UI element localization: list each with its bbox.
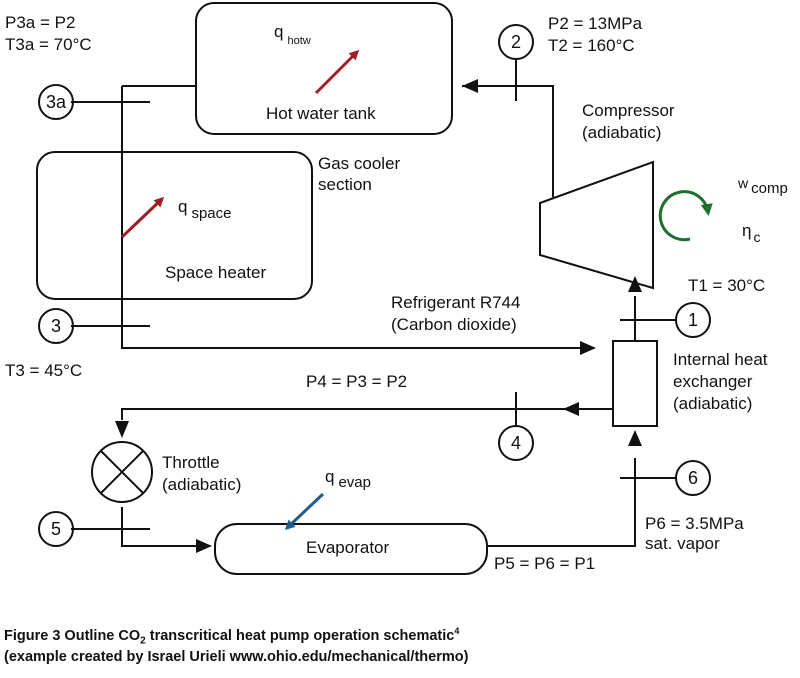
q-space-arrow [120,196,165,239]
ihx-label-line1: Internal heat [673,350,768,369]
state-point-6-label: 6 [688,468,698,488]
pipe-evaporator-to-ihx [487,458,636,547]
space-heater-label: Space heater [165,263,266,282]
q-evap-arrow [284,492,325,531]
label-p5: P5 = P6 = P1 [494,554,595,573]
hot-water-tank-label: Hot water tank [266,104,376,123]
state-point-5-label: 5 [51,519,61,539]
pipe-compressor-to-tank [462,85,554,197]
state-point-3a-label: 3a [46,92,67,112]
throttle-valve [91,441,153,503]
state-point-2-circle [498,24,534,60]
internal-heat-exchanger-box [612,340,658,427]
label-t1: T1 = 30°C [688,276,765,295]
w-comp-arrow [658,190,713,242]
pipe-gas-cooler-vertical [121,86,580,349]
flow-arrow-into-throttle [115,421,129,438]
label-p6: P6 = 3.5MPa [645,514,744,533]
label-t2: T2 = 160°C [548,36,635,55]
refrigerant-label-line1: Refrigerant R744 [391,293,520,312]
figure-caption-line1: Figure 3 Outline CO2 transcritical heat … [4,626,460,647]
figure-caption-line2: (example created by Israel Urieli www.oh… [4,649,469,665]
state-point-1-label: 1 [688,310,698,330]
state-point-2-label: 2 [511,32,521,52]
state-point-3-circle [38,308,74,344]
state-point-4-circle [498,425,534,461]
ihx-label-line3: (adiabatic) [673,394,752,413]
state-point-3-label: 3 [51,316,61,336]
flow-arrow-into-compressor [628,276,642,292]
label-t3: T3 = 45°C [5,361,82,380]
label-p4: P4 = P3 = P2 [306,372,407,391]
gas-cooler-label-line1: Gas cooler [318,154,401,173]
label-sat-vapor: sat. vapor [645,534,720,553]
flow-arrow-into-ihx [580,341,596,355]
compressor-body [539,160,654,290]
pipe-ihx-to-throttle [121,408,613,420]
gas-cooler-label-line2: section [318,175,372,194]
flow-arrow-into-evaporator [196,539,212,553]
label-t3a: T3a = 70°C [5,35,92,54]
refrigerant-label-line2: (Carbon dioxide) [391,315,517,334]
state-point-3a-circle [38,84,74,120]
evaporator-box [214,523,488,575]
q-hotw-arrow [314,49,360,95]
compressor-label: Compressor [582,101,675,120]
pipe-throttle-to-evaporator [121,507,196,547]
flow-arrow-out-of-ihx [563,402,579,416]
compressor-note: (adiabatic) [582,123,661,142]
evaporator-label: Evaporator [306,538,389,557]
state-point-6-circle [675,460,711,496]
label-p3a: P3a = P2 [5,13,75,32]
throttle-label-line2: (adiabatic) [162,475,241,494]
state-point-4-label: 4 [511,433,521,453]
state-point-5-circle [38,511,74,547]
throttle-label-line1: Throttle [162,453,220,472]
space-heater-box [36,151,313,300]
label-p2: P2 = 13MPa [548,14,643,33]
hot-water-tank-box [195,2,453,135]
flow-arrow-into-tank [462,79,478,93]
state-point-1-circle [675,302,711,338]
ihx-label-line2: exchanger [673,372,753,391]
flow-arrow-into-ihx-bottom [628,430,642,446]
heat-pump-schematic: 3a 3 5 2 1 4 6 P3a = P2 T3a = 70°C P2 = … [5,2,788,575]
